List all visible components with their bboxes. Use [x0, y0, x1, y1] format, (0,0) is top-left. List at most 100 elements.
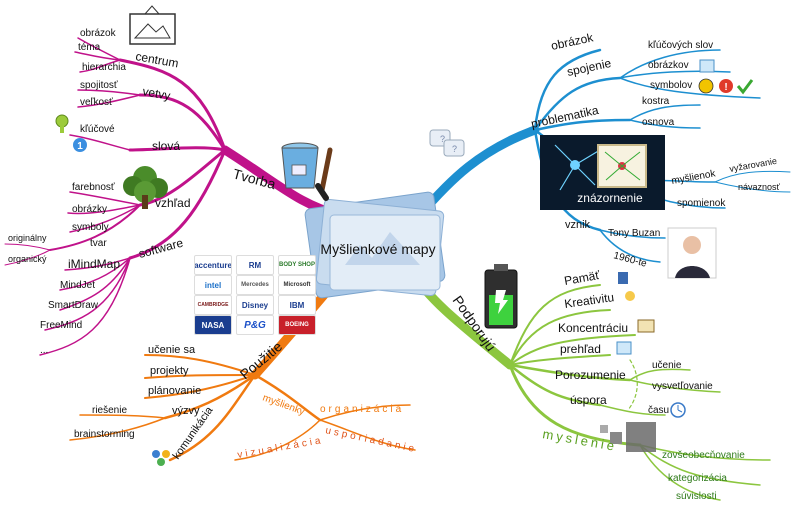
logo-ibm: IBM	[278, 295, 316, 315]
spomienok-label: spomienok	[677, 198, 726, 209]
pouzitie-item-projekty: projekty	[150, 365, 189, 377]
paint-bucket-icon	[281, 142, 333, 201]
portrait-photo	[667, 227, 717, 279]
logo-intel: intel	[194, 275, 232, 295]
badge-number: 1	[77, 141, 83, 152]
podporuju-item-prehlad: prehľad	[560, 342, 601, 356]
branch-podporuju	[508, 284, 771, 501]
logo-pg: P&G	[236, 315, 274, 335]
vetvy-label: vetvy	[141, 84, 171, 103]
podporuju-item-kreativitu: Kreativitu	[563, 290, 614, 311]
centrum-item-hierarchia: hierarchia	[82, 62, 126, 73]
myslenie-item-zovseobecnovanie: zovšeobecňovanie	[662, 450, 745, 461]
pin-icon	[55, 114, 69, 133]
software-item-mindjet: MindJet	[60, 280, 95, 291]
problematika-item-osnova: osnova	[642, 117, 675, 128]
centrum-item-obrazok: obrázok	[80, 28, 117, 39]
symbol-icons: !	[698, 78, 754, 95]
vetvy-item-velkost: veľkosť	[80, 97, 113, 108]
porozumenie-item-ucenie: učenie	[652, 360, 682, 371]
porozumenie-item-vysvetlovanie: vysvetľovanie	[652, 381, 713, 392]
tvar-item-organicky: organický	[8, 254, 47, 264]
centrum-label: centrum	[134, 49, 179, 70]
podporuju-item-pamat: Pamäť	[563, 268, 601, 288]
myslienky-label: myšlienky	[261, 392, 306, 417]
logo-mercedes: Mercedes	[236, 275, 274, 295]
spojenie-item-obrazkov: obrázkov	[648, 60, 689, 71]
book-icon	[637, 319, 655, 333]
tvar-label: tvar	[90, 238, 107, 249]
small-image-icon	[616, 59, 715, 355]
myslienky-item-usporiadanie: usporiadanie	[324, 425, 418, 455]
vizualizacia-label: vizualizácia	[237, 435, 325, 461]
vznik-item-tony: Tony Buzan	[608, 228, 660, 239]
problematika-label: problematika	[530, 103, 600, 131]
pouzitie-item-ucenie: učenie sa	[148, 344, 196, 356]
vetvy-item-spojitost: spojitosť	[80, 80, 118, 91]
logo-rm: RM	[236, 255, 274, 275]
speech-bubbles-icon: ? ?	[429, 129, 465, 157]
myslienky-item-organizacia: organizácia	[320, 404, 404, 415]
software-item-smartdraw: SmartDraw	[48, 300, 99, 311]
software-item-more: ...	[40, 345, 48, 356]
software-item-freemind: FreeMind	[40, 320, 82, 331]
monitor-icon	[618, 272, 628, 284]
tree-icon	[123, 166, 168, 209]
branch-tvorba	[4, 37, 227, 356]
myslenie-item-suvislosti: súvislosti	[676, 491, 717, 502]
center-title: Myšlienkové mapy	[320, 241, 435, 257]
uspora-item-casu: času	[648, 405, 669, 416]
vyzvy-item-riesenie: riešenie	[92, 405, 127, 416]
problematika-item-kostra: kostra	[642, 96, 670, 107]
svg-text:?: ?	[440, 134, 445, 144]
number-badge-icon: 1	[73, 138, 87, 152]
pouzitie-item-planovanie: plánovanie	[148, 385, 201, 397]
uspora-label: úspora	[570, 393, 607, 407]
slova-item-klucove: kľúčové	[80, 124, 115, 135]
vyzvy-item-brainstorming: brainstorming	[74, 429, 135, 440]
centrum-item-tema: téma	[78, 42, 101, 53]
logo-cambridge: CAMBRIDGE	[194, 295, 232, 315]
people-icon	[152, 450, 170, 466]
software-label: software	[137, 236, 185, 261]
logo-disney: Disney	[236, 295, 274, 315]
obrazok-label: obrázok	[550, 30, 596, 53]
vzhlad-item-farebnost: farebnosť	[72, 182, 115, 193]
branch-pouzitie	[69, 354, 416, 462]
spojenie-item-klucovych: kľúčových slov	[648, 40, 713, 51]
svg-text:!: !	[724, 82, 727, 93]
picture-frame-icon	[129, 5, 176, 45]
svg-text:?: ?	[452, 144, 457, 154]
logo-accenture: accenture	[194, 255, 232, 275]
pouzitie-title: Použitie	[237, 338, 286, 382]
logo-bodyshop: BODY SHOP	[278, 255, 316, 275]
neuron-image	[540, 135, 665, 210]
slova-label: slová	[152, 139, 180, 153]
vzhlad-item-obrazky: obrázky	[72, 204, 107, 215]
vyzvy-label: výzvy	[172, 405, 200, 417]
software-item-imindmap: iMindMap	[68, 257, 120, 271]
tvar-item-originalny: originálny	[8, 233, 47, 243]
vzhlad-item-symboly: symboly	[72, 222, 109, 233]
lightbulb-icon	[625, 291, 635, 301]
logo-boeing: BOEING	[278, 315, 316, 335]
myslienok-label: myšlienok	[671, 168, 718, 187]
vznik-label: vznik	[565, 219, 591, 231]
puzzle-icon	[600, 422, 656, 452]
logo-microsoft: Microsoft	[278, 275, 316, 295]
podporuju-item-koncentraciu: Koncentráciu	[558, 321, 628, 335]
vzhlad-label: vzhľad	[155, 196, 191, 210]
clock-icon	[670, 402, 686, 418]
znazornenie-label: znázornenie	[577, 191, 643, 205]
myslenie-item-kategorizacia: kategorizácia	[668, 473, 727, 484]
battery-icon	[484, 264, 518, 329]
myslienok-item-navaznost: návaznosť	[738, 182, 781, 192]
porozumenie-label: Porozumenie	[555, 368, 626, 382]
center-folder-image	[304, 191, 446, 299]
spojenie-item-symbolov: symbolov	[650, 80, 692, 91]
company-logos: accenture RM BODY SHOP intel Mercedes Mi…	[194, 255, 324, 335]
logo-nasa: NASA	[194, 315, 232, 335]
vznik-item-1960: 1960-te	[612, 250, 648, 270]
